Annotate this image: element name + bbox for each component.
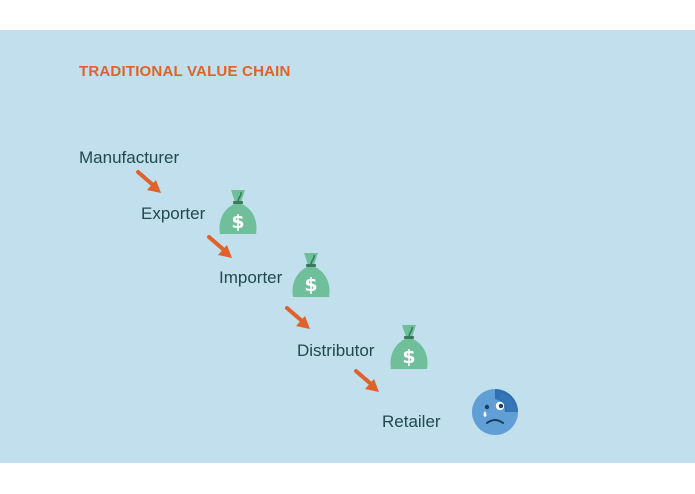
arrow-down-right-icon (136, 170, 161, 193)
diagram-title: TRADITIONAL VALUE CHAIN (79, 63, 291, 80)
money-bag-icon: $ (292, 253, 330, 297)
svg-text:$: $ (231, 211, 244, 233)
sad-crying-face-icon (472, 389, 518, 435)
step-label-retailer: Retailer (382, 412, 441, 431)
step-label-importer: Importer (219, 268, 283, 287)
step-label-distributor: Distributor (297, 341, 375, 360)
svg-text:$: $ (304, 274, 317, 296)
money-bag-icon: $ (219, 190, 257, 234)
step-label-manufacturer: Manufacturer (79, 148, 180, 167)
arrow-down-right-icon (207, 235, 232, 258)
arrow-down-right-icon (354, 369, 379, 392)
svg-text:$: $ (402, 346, 415, 368)
money-bag-icon: $ (390, 325, 428, 369)
step-label-exporter: Exporter (141, 204, 206, 223)
arrow-down-right-icon (285, 306, 310, 329)
diagram-panel (0, 30, 695, 463)
